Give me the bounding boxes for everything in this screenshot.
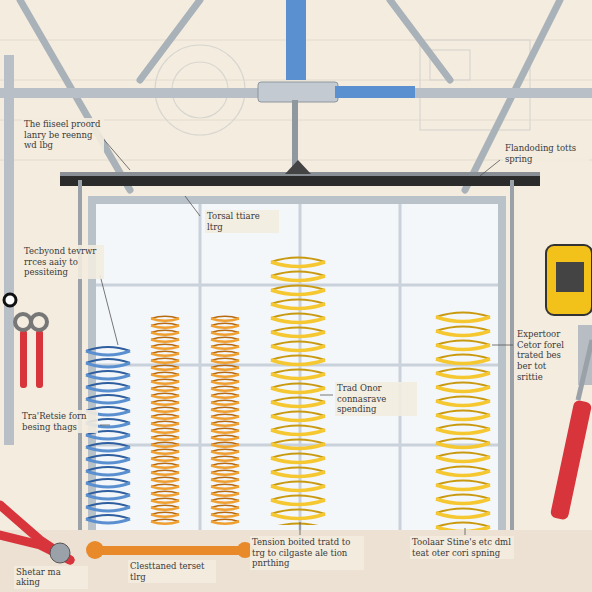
- callout-label: Expertoor Cetor forel trated bes ber tot…: [515, 328, 575, 383]
- callout-label: Torsal ttiare ltrg: [205, 210, 279, 233]
- callout-label: The fiiseel proord lanry be reenng wd lb…: [22, 118, 104, 152]
- callout-label: Flandoding totts spring: [503, 142, 589, 165]
- callout-label: Toolaar Stine's etc dml teat oter cori s…: [410, 536, 514, 559]
- callout-label: Shetar ma aking: [14, 566, 88, 589]
- callout-label: Tecbyond tevrwr rrces aaiy to pessiteing: [22, 245, 104, 279]
- callout-label: Clesttaned terset tlrg: [128, 560, 216, 583]
- callout-label: Trad Onor connasrave spending: [335, 382, 417, 416]
- callout-label: Tension boited tratd to trg to cilgaste …: [250, 536, 364, 570]
- callout-label: Tra'Retsie forn besing thags: [20, 410, 98, 433]
